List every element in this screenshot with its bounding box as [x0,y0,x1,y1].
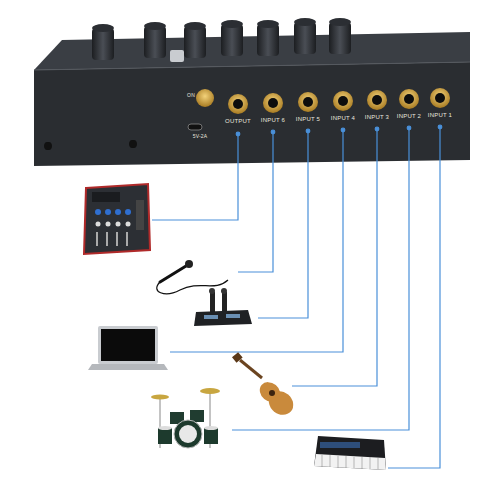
laptop [88,326,168,370]
power-spec-label: 5V-2A [193,134,208,139]
knobs [92,18,351,62]
jack-label: INPUT 6 [261,117,285,123]
jack-label: INPUT 2 [397,113,421,119]
power-label: ON [187,93,195,98]
microphone [157,260,228,294]
keyboard [314,436,386,470]
drum-kit [151,388,220,448]
wires [152,125,442,468]
jacks [228,88,450,114]
jack-label: INPUT 3 [365,114,389,120]
ukulele [232,352,298,420]
mini-mixer [84,184,150,254]
jack-label: INPUT 5 [296,116,320,122]
jack-label: INPUT 1 [428,112,452,118]
power-knob [196,89,214,107]
usb-port [188,124,202,130]
jack-label: OUTPUT [225,118,251,124]
wireless-mic-set [194,288,252,326]
jack-label: INPUT 4 [331,115,355,121]
